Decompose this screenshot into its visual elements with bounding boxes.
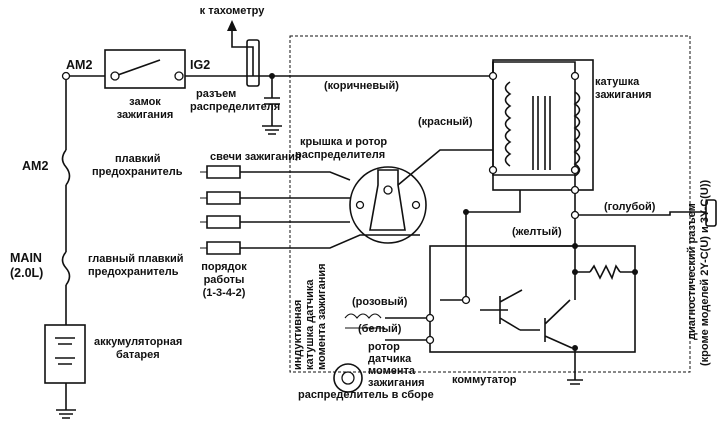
label-ignition-switch-2: зажигания <box>117 109 174 121</box>
label-red-wire: (красный) <box>418 116 473 128</box>
label-white-wire: (белый) <box>358 323 402 335</box>
ground-wire-igniter <box>567 348 583 385</box>
label-ig2: IG2 <box>190 58 210 72</box>
label-blue-wire: (голубой) <box>604 201 656 213</box>
ignition-switch <box>61 49 186 89</box>
label-timing-rotor-3: момента <box>368 365 416 377</box>
timing-rotor <box>333 363 363 393</box>
label-fusible-link-1: плавкий <box>115 153 161 165</box>
label-spark-plugs: свечи зажигания <box>210 151 301 163</box>
diagnostic-connector-symbol <box>705 199 717 227</box>
label-main-sub: (2.0L) <box>10 266 43 280</box>
label-cap-rotor-2: распределителя <box>295 149 385 161</box>
label-brown-wire: (коричневый) <box>324 80 399 92</box>
capacitor-wire <box>262 76 282 135</box>
ignition-coil <box>488 59 594 191</box>
label-main-fusible-2: предохранитель <box>88 266 179 278</box>
label-igniter: коммутатор <box>452 374 517 386</box>
spark-plugs <box>200 165 241 255</box>
label-pickup-coil: индуктивная катушка датчика момента зажи… <box>292 263 328 370</box>
label-ignition-coil-1: катушка <box>595 76 640 88</box>
distributor-cap <box>349 166 427 244</box>
blue-wire <box>575 211 706 216</box>
battery-cells <box>55 337 75 365</box>
transistor-2 <box>520 299 573 349</box>
label-dist-connector-2: распределителя <box>190 101 280 113</box>
label-am2-fuse: AM2 <box>22 159 48 173</box>
label-main-fusible-1: главный плавкий <box>88 253 184 265</box>
pickup-coil <box>344 313 385 329</box>
label-main: MAIN <box>10 251 42 265</box>
tachometer-wire <box>231 30 254 76</box>
label-fusible-link-2: предохранитель <box>92 166 183 178</box>
label-pink-wire: (розовый) <box>352 296 408 308</box>
label-diagnostic-connector-1: диагностический разъем <box>686 203 698 340</box>
label-yellow-wire: (желтый) <box>512 226 562 238</box>
am2-fuse-symbol <box>61 149 71 186</box>
label-tachometer: к тахометру <box>200 5 266 17</box>
label-timing-rotor-4: зажигания <box>368 377 425 389</box>
label-dist-connector-1: разъем <box>196 88 236 100</box>
label-pickup-coil-3: момента зажигания <box>316 263 328 370</box>
transistor-1 <box>480 289 523 331</box>
label-firing-order-1: порядок <box>201 261 247 273</box>
battery-ground <box>56 383 76 419</box>
main-fuse-symbol <box>61 251 71 286</box>
label-timing-rotor-1: ротор <box>368 341 400 353</box>
distributor-assembly-frame <box>289 35 691 373</box>
junction-dots <box>269 73 638 351</box>
label-diagnostic-connector-2: (кроме моделей 2Y-C(U) и 3Y-C(U)) <box>699 179 711 366</box>
label-firing-order-3: (1-3-4-2) <box>203 287 246 299</box>
label-pickup-coil-2: катушка датчика <box>304 279 316 370</box>
label-ignition-coil-2: зажигания <box>595 89 652 101</box>
label-distributor-assembly: распределитель в сборе <box>298 389 434 401</box>
igniter-box <box>429 245 636 353</box>
yellow-wire <box>440 190 576 301</box>
pink-wire <box>385 317 430 341</box>
label-cap-rotor-1: крышка и ротор <box>300 136 387 148</box>
igniter-resistor <box>589 264 621 281</box>
label-ignition-switch-1: замок <box>129 96 161 108</box>
hv-wire <box>397 149 493 186</box>
spark-plug-leads <box>240 171 420 249</box>
battery-box <box>44 324 86 384</box>
label-diagnostic-connector: диагностический разъем (кроме моделей 2Y… <box>686 179 711 366</box>
distributor-connector <box>246 39 260 87</box>
label-firing-order-2: работы <box>204 274 245 286</box>
label-pickup-coil-1: индуктивная <box>292 300 304 370</box>
tachometer-arrow <box>227 20 237 31</box>
label-battery-2: батарея <box>116 349 160 361</box>
label-am2-top: AM2 <box>66 58 92 72</box>
label-battery-1: аккумуляторная <box>94 336 182 348</box>
label-timing-rotor-2: датчика <box>368 353 412 365</box>
